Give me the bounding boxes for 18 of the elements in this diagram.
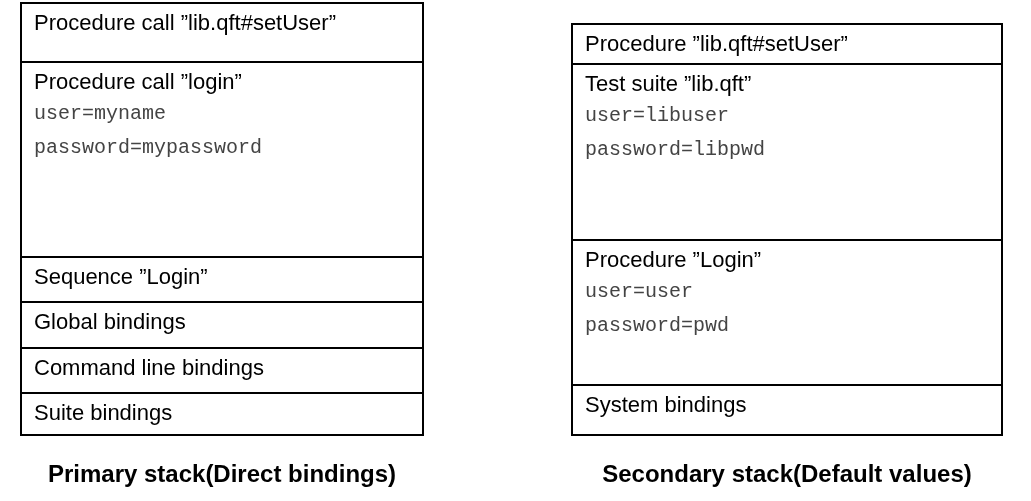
cell-heading: Sequence ”Login” (34, 262, 209, 291)
cell-heading: System bindings (585, 391, 748, 420)
cell-heading: Global bindings (34, 308, 187, 337)
cell-heading: Procedure ”lib.qft#setUser” (585, 30, 849, 58)
stack-caption: Secondary stack(Default values) (602, 459, 972, 489)
binding-line: user=myname (34, 101, 168, 128)
binding-line: user=user (585, 278, 695, 305)
stack-caption: Primary stack(Direct bindings) (47, 459, 397, 489)
binding-line: password=mypassword (34, 135, 264, 162)
cell-heading: Test suite ”lib.qft” (585, 69, 753, 98)
cell-heading: Procedure ”Login” (585, 245, 763, 274)
binding-line: password=libpwd (585, 136, 767, 163)
cell-heading: Suite bindings (34, 399, 174, 428)
cell-heading: Procedure call ”login” (34, 68, 243, 97)
binding-line: user=libuser (585, 102, 731, 129)
cell-heading: Procedure call ”lib.qft#setUser” (34, 9, 337, 37)
binding-line: password=pwd (585, 312, 731, 339)
cell-heading: Command line bindings (34, 353, 265, 382)
